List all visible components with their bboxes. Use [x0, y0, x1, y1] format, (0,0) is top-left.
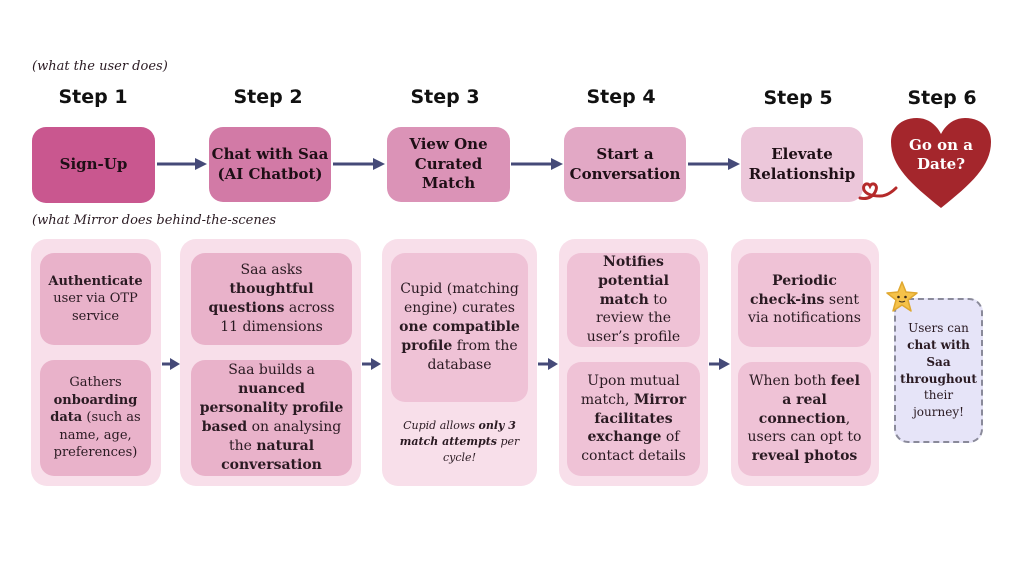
behind-scenes-caption: (what Mirror does behind-the-scenes: [32, 213, 277, 228]
step-2-title: Step 2: [233, 86, 303, 108]
arrow-right-icon: [688, 158, 740, 170]
step-1-box: Sign-Up: [32, 127, 155, 203]
arrow-right-icon: [162, 358, 180, 370]
step-2-box: Chat with Saa(AI Chatbot): [209, 127, 331, 202]
heart-icon: [891, 118, 991, 208]
step-4-label-line1: Start a: [596, 145, 654, 163]
user-actions-caption: (what the user does): [32, 59, 168, 74]
step-3-label-line1: View One: [409, 135, 488, 154]
squiggle-heart-icon: [858, 182, 898, 200]
arrow-right-icon: [538, 358, 558, 370]
arrow-right-icon: [362, 358, 381, 370]
step-1-card-authenticate: Authenticate user via OTP service: [40, 253, 151, 345]
step-3-card-cupid: Cupid (matching engine) curates one comp…: [391, 253, 528, 402]
arrow-right-icon: [157, 158, 207, 170]
step-4-card-exchange: Upon mutual match, Mirror facilitates ex…: [567, 362, 700, 476]
star-face-icon: [886, 281, 918, 312]
step-5-title: Step 5: [763, 87, 833, 109]
arrow-right-icon: [333, 158, 385, 170]
step-4-label-line2: Conversation: [569, 164, 681, 183]
step-6-title: Step 6: [907, 87, 977, 109]
step-5-card-photos: When both feel a real connection, users …: [738, 362, 871, 476]
step-4-card-notify: Notifies potential match to review the u…: [567, 253, 700, 347]
arrow-right-icon: [511, 158, 563, 170]
step-4-title: Step 4: [586, 86, 656, 108]
step-1-card-onboarding: Gathers onboarding data (such as name, a…: [40, 360, 151, 476]
step-2-label-line2: (AI Chatbot): [217, 164, 323, 183]
step-3-note: Cupid allows only 3 match attempts per c…: [399, 419, 520, 464]
step-5-card-checkins: Periodic check-ins sent via notification…: [738, 253, 871, 347]
step-1-label: Sign-Up: [59, 155, 128, 174]
step-2-card-profile: Saa builds a nuanced personality profile…: [191, 360, 352, 476]
step-2-card-questions: Saa asks thoughtful questions across 11 …: [191, 253, 352, 345]
step-5-label-line1: Elevate: [771, 145, 833, 163]
step-5-label-line2: Relationship: [748, 164, 856, 183]
step-2-label-line1: Chat with Saa: [211, 145, 329, 163]
step-3-title: Step 3: [410, 86, 480, 108]
step-1-title: Step 1: [58, 86, 128, 108]
step-3-label-line2: Curated Match: [414, 154, 483, 193]
step-6-chat-bubble: Users can chat with Saa throughout their…: [894, 298, 983, 443]
arrow-right-icon: [709, 358, 730, 370]
